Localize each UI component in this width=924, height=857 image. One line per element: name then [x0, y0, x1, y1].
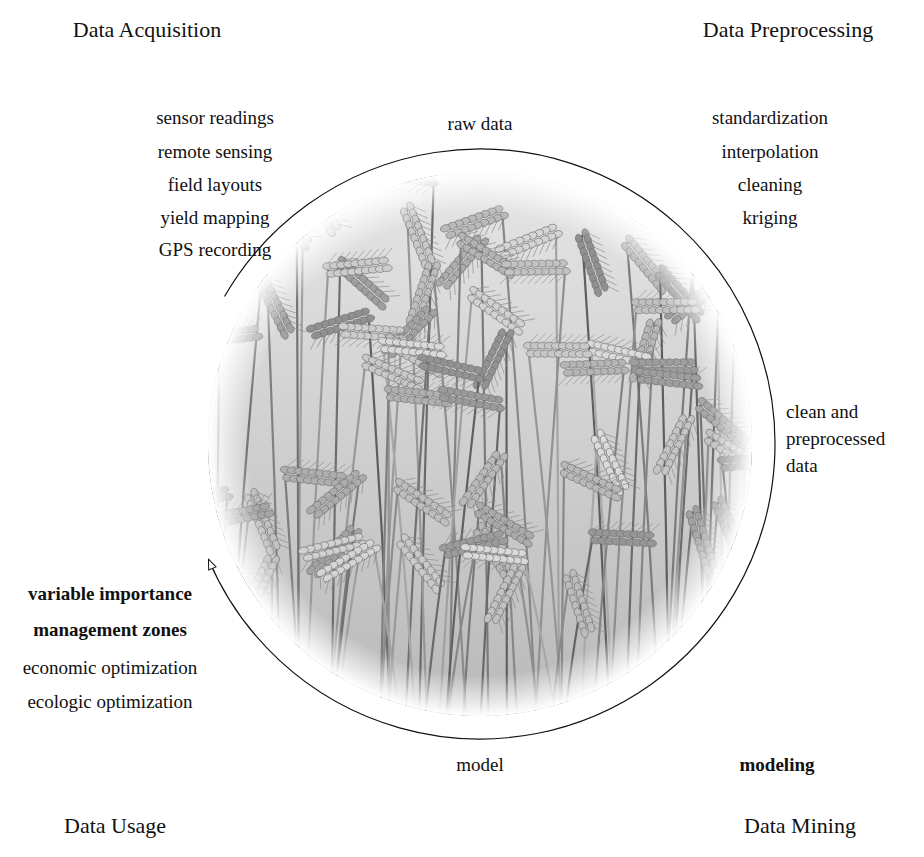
stage-item: remote sensing [158, 141, 273, 164]
stage-item: field layouts [168, 174, 262, 197]
stage-item: yield mapping [160, 207, 269, 230]
stage-heading: Data Mining [744, 813, 856, 839]
stage-heading: Data Acquisition [73, 17, 221, 43]
stage-item: management zones [33, 619, 187, 642]
stage-item: economic optimization [23, 657, 198, 680]
stage-item: kriging [743, 207, 798, 230]
flow-label: raw data [448, 113, 513, 136]
stage-item: ecologic optimization [27, 691, 192, 714]
flow-label: clean and preprocessed data [786, 398, 906, 479]
stage-item: modeling [740, 754, 815, 777]
stage-heading: Data Preprocessing [703, 17, 873, 43]
stage-item: standardization [712, 107, 828, 130]
flow-label: model [456, 754, 504, 777]
stage-item: variable importance [28, 583, 192, 606]
stage-heading: Data Usage [64, 813, 166, 839]
cycle-arrow [208, 149, 775, 739]
stage-item: GPS recording [159, 239, 271, 262]
stage-item: sensor readings [156, 107, 274, 130]
stage-item: interpolation [721, 141, 818, 164]
stage-item: cleaning [738, 174, 802, 197]
wheat-photo [134, 160, 837, 760]
